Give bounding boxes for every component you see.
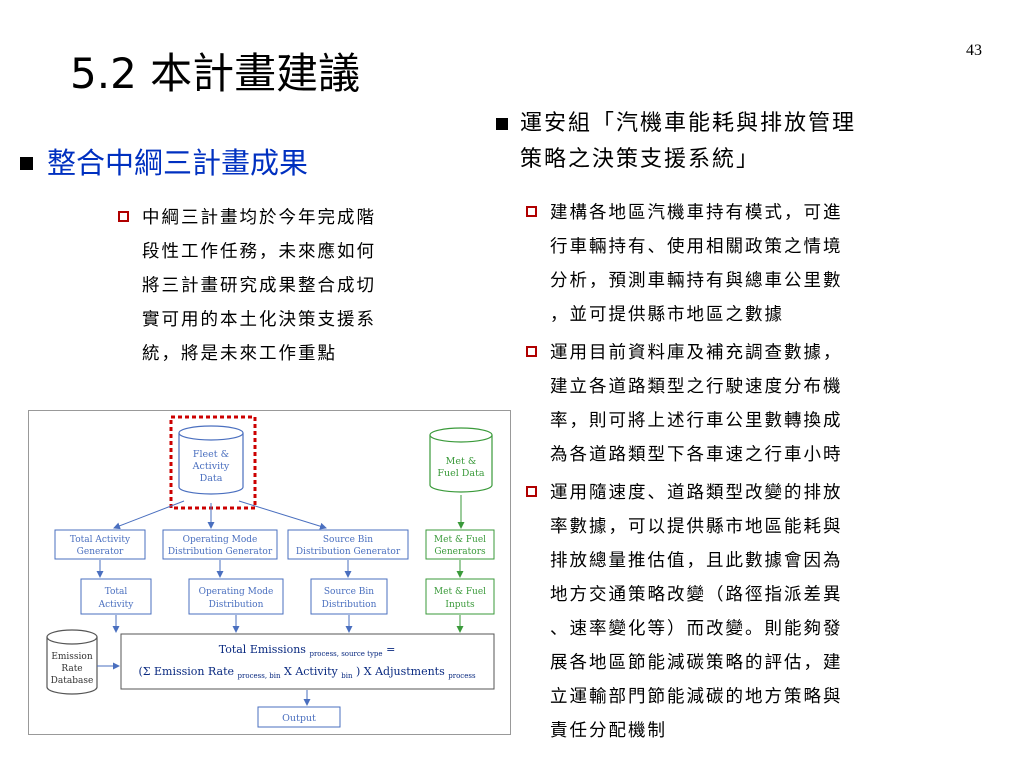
met-fuel-database-icon: Met & Fuel Data: [429, 427, 493, 493]
left-bullet-line: 將三計畫研究成果整合成切: [142, 276, 376, 296]
right-item-line: 建構各地區汽機車持有模式，可進: [550, 203, 843, 223]
total-emissions-formula-box: Total Emissions process, source type = (…: [120, 633, 495, 690]
output-label: Output: [282, 713, 316, 724]
met-fuel-inputs-box: Met & Fuel Inputs: [425, 578, 495, 615]
right-bullet-item: 運用隨速度、道路類型改變的排放 率數據，可以提供縣市地區能耗與 排放總量推估值，…: [524, 476, 974, 748]
fleet-activity-database-icon: Fleet & Activity Data: [178, 425, 244, 495]
right-heading-line: 策略之決策支援系統」: [520, 147, 761, 172]
right-item-line: 行車輛持有、使用相關政策之情境: [550, 237, 843, 257]
right-heading-text: 運安組「汽機車能耗與排放管理 策略之決策支援系統」: [520, 106, 986, 178]
right-item-line: 責任分配機制: [550, 721, 667, 741]
flow-diagram-svg: Fleet & Activity Data Met & Fuel Data To…: [46, 415, 495, 728]
metfuel-db-label: Met &: [446, 456, 477, 467]
right-item-line: 地方交通策略改變（路徑指派差異: [550, 585, 843, 605]
out-opmode-label: Distribution: [209, 600, 264, 610]
hollow-square-bullet-icon: [118, 211, 129, 222]
left-bullet-line: 統，將是未來工作重點: [142, 344, 337, 364]
right-item-line: 率，則可將上述行車公里數轉換成: [550, 411, 843, 431]
right-bullet-item: 建構各地區汽機車持有模式，可進 行車輛持有、使用相關政策之情境 分析，預測車輛持…: [524, 196, 974, 332]
flow-arrow: [113, 500, 185, 530]
fleet-db-label: Activity: [192, 461, 230, 472]
right-bullet-list: 建構各地區汽機車持有模式，可進 行車輛持有、使用相關政策之情境 分析，預測車輛持…: [524, 196, 974, 752]
right-item-line: 建立各道路類型之行駛速度分布機: [550, 377, 843, 397]
out-opmode-label: Operating Mode: [199, 587, 274, 597]
opmode-distribution-box: Operating Mode Distribution: [188, 578, 284, 615]
left-bullet-text: 中綱三計畫均於今年完成階 段性工作任務，未來應如何 將三計畫研究成果整合成切 實…: [142, 201, 484, 371]
hollow-square-bullet-icon: [526, 206, 537, 217]
right-heading: 運安組「汽機車能耗與排放管理 策略之決策支援系統」: [496, 106, 986, 178]
formula-line-2: (Σ Emission Rate process, bin X Activity…: [138, 665, 476, 681]
right-item-line: 運用目前資料庫及補充調查數據，: [550, 343, 843, 363]
met-fuel-generator-box: Met & Fuel Generators: [425, 529, 495, 560]
left-heading-text: 整合中綱三計畫成果: [47, 146, 309, 180]
source-bin-generator-box: Source Bin Distribution Generator: [287, 529, 409, 560]
flow-arrow: [238, 500, 327, 530]
hollow-square-bullet-icon: [526, 486, 537, 497]
flow-diagram: Fleet & Activity Data Met & Fuel Data To…: [28, 410, 511, 735]
right-item-line: 展各地區節能減碳策略的評估，建: [550, 653, 843, 673]
right-item-line: 分析，預測車輛持有與總車公里數: [550, 271, 843, 291]
right-item-line: 為各道路類型下各車速之行車小時: [550, 445, 843, 465]
out-total-label: Total: [105, 587, 128, 597]
fleet-db-label: Data: [200, 473, 223, 484]
left-bullet-line: 段性工作任務，未來應如何: [142, 242, 376, 262]
output-box: Output: [257, 706, 341, 728]
gen-total-label: Total Activity: [70, 535, 131, 545]
out-total-label: Activity: [98, 600, 135, 610]
fleet-db-label: Fleet &: [193, 449, 229, 460]
source-bin-distribution-box: Source Bin Distribution: [310, 578, 388, 615]
right-item-line: 排放總量推估值，且此數據會因為: [550, 551, 843, 571]
gen-opmode-label: Operating Mode: [183, 535, 258, 545]
left-bullet: 中綱三計畫均於今年完成階 段性工作任務，未來應如何 將三計畫研究成果整合成切 實…: [118, 201, 484, 371]
gen-srcbin-label: Source Bin: [323, 535, 373, 545]
emission-rate-database-icon: Emission Rate Database: [46, 629, 98, 695]
page-number: 43: [966, 42, 982, 59]
hollow-square-bullet-icon: [526, 346, 537, 357]
metfuel-db-label: Fuel Data: [437, 468, 484, 479]
right-heading-line: 運安組「汽機車能耗與排放管理: [520, 111, 857, 136]
gen-srcbin-label: Distribution Generator: [296, 547, 401, 557]
out-srcbin-label: Distribution: [322, 600, 377, 610]
left-bullet-line: 實可用的本土化決策支援系: [142, 310, 376, 330]
left-heading: 整合中綱三計畫成果: [20, 140, 308, 182]
left-bullet-line: 中綱三計畫均於今年完成階: [142, 208, 376, 228]
right-item-line: ，並可提供縣市地區之數據: [550, 305, 784, 325]
right-item-line: 、速率變化等）而改變。則能夠發: [550, 619, 843, 639]
emission-db-label: Emission: [51, 652, 93, 662]
right-item-line: 運用隨速度、道路類型改變的排放: [550, 483, 843, 503]
out-metfuel-label: Inputs: [445, 600, 475, 610]
gen-total-label: Generator: [77, 547, 124, 557]
square-bullet-icon: [20, 157, 33, 170]
emission-db-label: Database: [51, 676, 94, 686]
total-activity-box: Total Activity: [80, 578, 152, 615]
formula-line-1: Total Emissions process, source type =: [219, 643, 396, 659]
emission-db-label: Rate: [61, 664, 82, 674]
gen-opmode-label: Distribution Generator: [168, 547, 273, 557]
right-item-line: 立運輸部門節能減碳的地方策略與: [550, 687, 843, 707]
right-bullet-item: 運用目前資料庫及補充調查數據， 建立各道路類型之行駛速度分布機 率，則可將上述行…: [524, 336, 974, 472]
out-metfuel-label: Met & Fuel: [434, 587, 486, 597]
square-bullet-icon: [496, 118, 508, 130]
slide-title: 5.2 本計畫建議: [70, 49, 361, 98]
opmode-generator-box: Operating Mode Distribution Generator: [162, 529, 278, 560]
highlight-box: [169, 415, 257, 510]
right-item-line: 率數據，可以提供縣市地區能耗與: [550, 517, 843, 537]
gen-metfuel-label: Generators: [434, 547, 486, 557]
total-activity-generator-box: Total Activity Generator: [54, 529, 146, 560]
out-srcbin-label: Source Bin: [324, 587, 374, 597]
gen-metfuel-label: Met & Fuel: [434, 535, 486, 545]
